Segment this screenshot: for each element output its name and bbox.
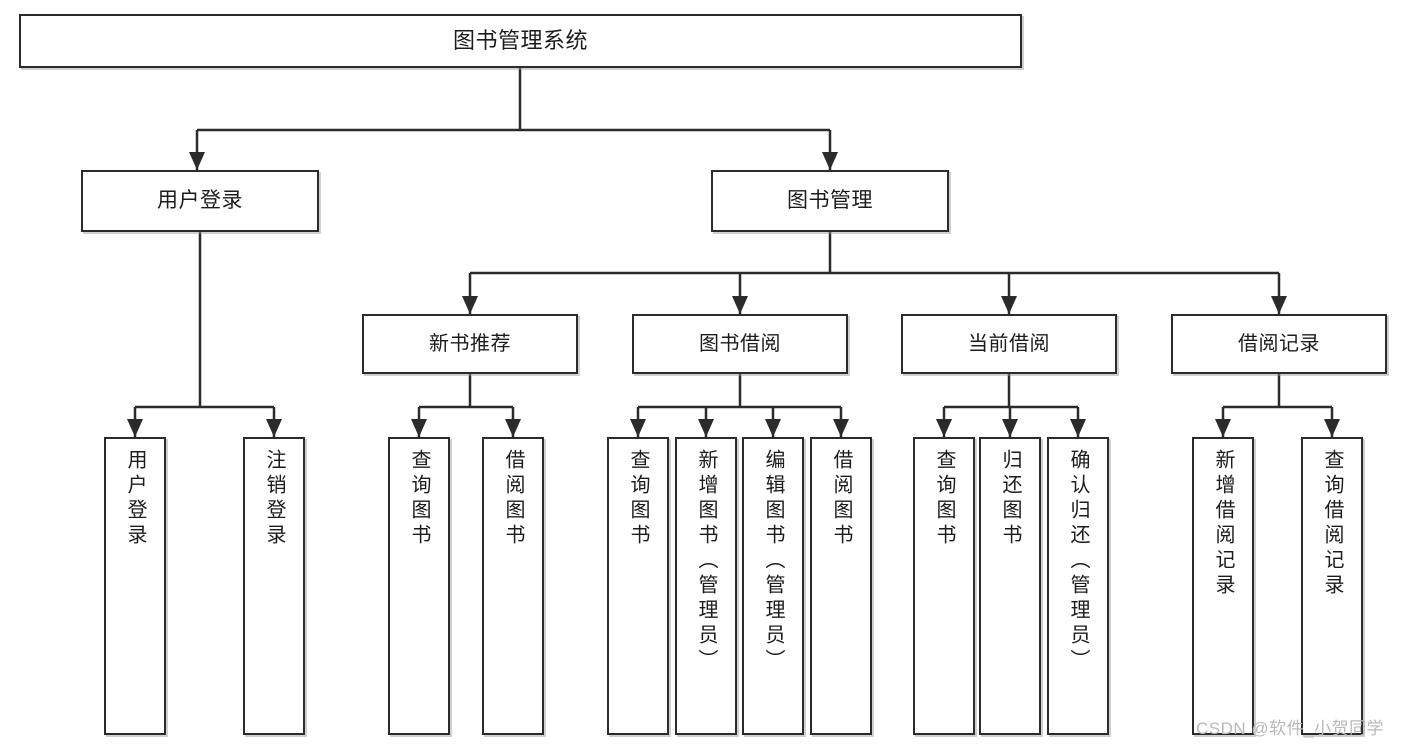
node-leaf-cu-confirm[interactable]: 确认归还（管理员） [1047,437,1109,735]
edge-arrowhead [732,296,748,314]
node-label: 查询图书 [933,449,955,549]
edge-arrowhead [822,152,838,170]
node-label: 查询借阅记录 [1321,449,1343,599]
edge-arrowhead [1001,296,1017,314]
node-leaf-bo-add[interactable]: 新增图书（管理员） [675,437,737,735]
node-label: 借阅记录 [1238,332,1320,355]
edge-arrowhead [1002,419,1018,437]
edge-arrowhead [1324,419,1340,437]
edge-arrowhead [698,419,714,437]
node-leaf-bo-edit[interactable]: 编辑图书（管理员） [742,437,804,735]
edge-arrowhead [127,419,143,437]
node-label: 查询图书 [627,449,649,549]
edge-arrowhead [1271,296,1287,314]
node-label: 确认归还（管理员） [1067,449,1089,674]
edge-arrowhead [936,419,952,437]
node-leaf-cu-return[interactable]: 归还图书 [979,437,1041,735]
edge-arrowhead [1215,419,1231,437]
node-label: 用户登录 [124,449,146,549]
node-label: 注销登录 [263,449,285,549]
edge-arrowhead [462,296,478,314]
node-newbook[interactable]: 新书推荐 [362,314,578,374]
node-label: 图书管理 [787,188,873,212]
node-leaf-cu-query[interactable]: 查询图书 [913,437,975,735]
node-label: 用户登录 [157,188,243,212]
edge-arrowhead [411,419,427,437]
node-root[interactable]: 图书管理系统 [19,14,1022,68]
node-login[interactable]: 用户登录 [81,170,319,232]
node-label: 图书管理系统 [452,28,588,54]
node-leaf-nb-query[interactable]: 查询图书 [388,437,450,735]
node-label: 当前借阅 [968,332,1050,355]
edge-arrowhead [189,152,205,170]
node-label: 图书借阅 [699,332,781,355]
edge-arrowhead [765,419,781,437]
node-current[interactable]: 当前借阅 [901,314,1117,374]
node-leaf-login[interactable]: 用户登录 [104,437,166,735]
edge-arrowhead [630,419,646,437]
node-records[interactable]: 借阅记录 [1171,314,1387,374]
node-label: 新书推荐 [429,332,511,355]
watermark: CSDN @软件_小贺同学 [1196,719,1385,738]
edge-arrowhead [833,419,849,437]
node-leaf-re-query[interactable]: 查询借阅记录 [1301,437,1363,735]
node-label: 编辑图书（管理员） [762,449,784,674]
node-label: 新增借阅记录 [1212,449,1234,599]
node-label: 借阅图书 [502,449,524,549]
node-label: 借阅图书 [830,449,852,549]
node-borrow[interactable]: 图书借阅 [632,314,848,374]
node-leaf-nb-borrow[interactable]: 借阅图书 [482,437,544,735]
edge-arrowhead [266,419,282,437]
node-leaf-re-add[interactable]: 新增借阅记录 [1192,437,1254,735]
node-leaf-logout[interactable]: 注销登录 [243,437,305,735]
node-label: 新增图书（管理员） [695,449,717,674]
node-leaf-bo-query[interactable]: 查询图书 [607,437,669,735]
node-leaf-bo-borrow[interactable]: 借阅图书 [810,437,872,735]
node-bookmgmt[interactable]: 图书管理 [711,170,949,232]
node-label: 归还图书 [999,449,1021,549]
node-label: 查询图书 [408,449,430,549]
edge-arrowhead [1070,419,1086,437]
edge-arrowhead [505,419,521,437]
